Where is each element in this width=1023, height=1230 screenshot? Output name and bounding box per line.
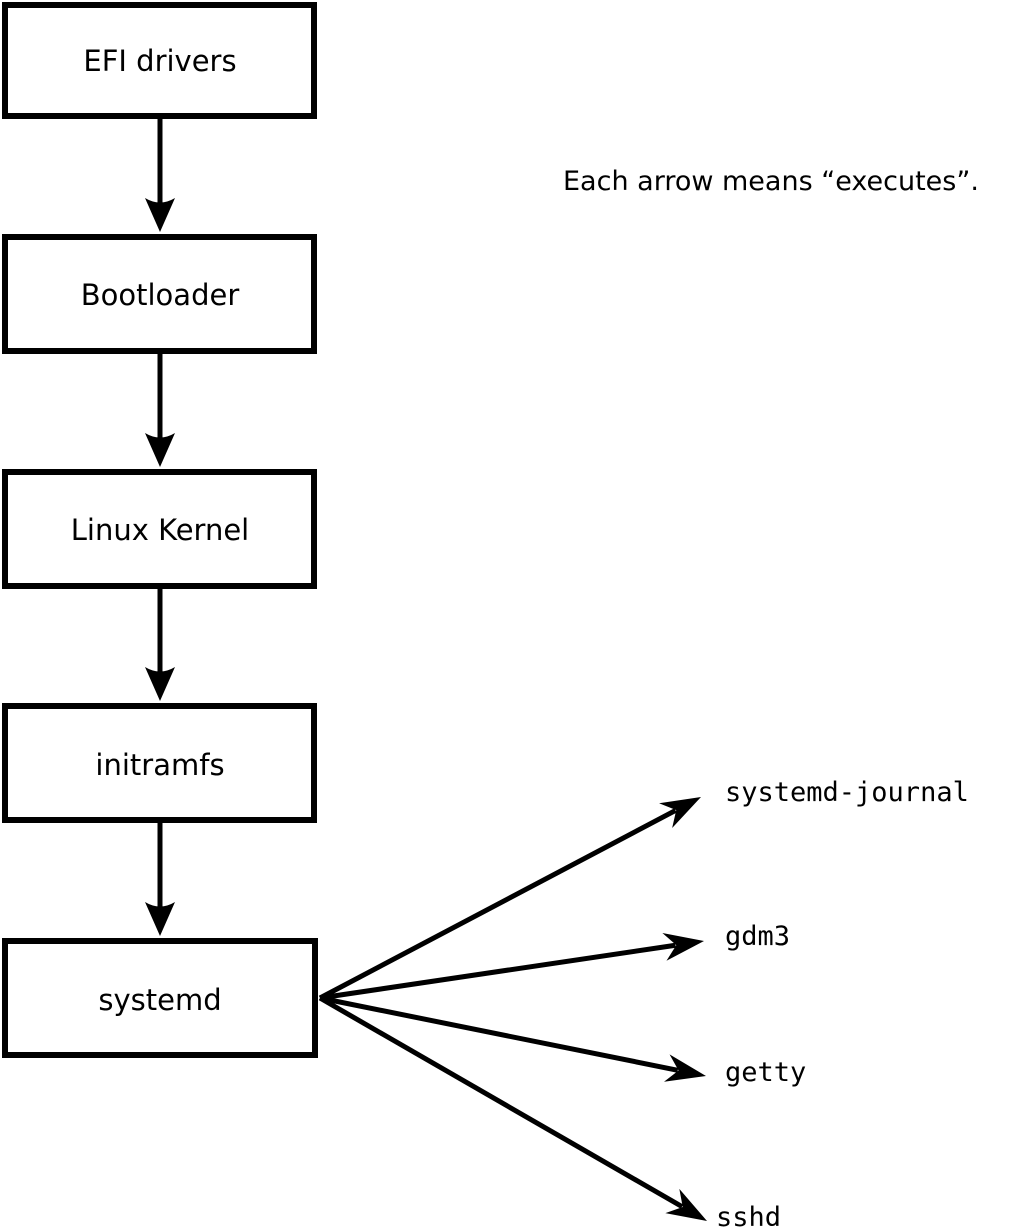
fanout-arrow-getty (319, 995, 706, 1082)
legend-note: Each arrow means “executes”. (563, 166, 979, 197)
flow-arrow-layer (145, 119, 175, 936)
fanout-arrow-gdm3 (319, 933, 704, 1001)
box-rect-linux-kernel[interactable] (2, 469, 317, 589)
stage-box-group: EFI drivers Bootloader Linux Kernel init… (2, 2, 318, 1058)
box-rect-initramfs[interactable] (2, 703, 317, 823)
stage-box-efi-drivers[interactable]: EFI drivers (2, 2, 317, 119)
service-label-sshd: sshd (716, 1202, 781, 1230)
stage-box-bootloader[interactable]: Bootloader (2, 234, 317, 354)
box-rect-bootloader[interactable] (2, 234, 317, 354)
fanout-arrow-shaft (318, 808, 677, 1001)
box-rect-systemd[interactable] (2, 938, 318, 1058)
fanout-arrow-head (664, 1054, 706, 1082)
stage-box-systemd[interactable]: systemd (2, 938, 318, 1058)
box-label-linux-kernel: Linux Kernel (71, 513, 249, 547)
stage-box-linux-kernel[interactable]: Linux Kernel (2, 469, 317, 589)
stage-box-initramfs[interactable]: initramfs (2, 703, 317, 823)
flow-arrow-bootloader-to-kernel (145, 354, 175, 467)
fanout-arrow-head (662, 933, 704, 961)
flow-arrow-initramfs-to-systemd (145, 823, 175, 936)
fanout-arrow-sshd (318, 995, 707, 1221)
service-label-systemd-journal: systemd-journal (725, 777, 969, 808)
box-label-bootloader: Bootloader (81, 278, 240, 312)
box-label-systemd: systemd (98, 983, 221, 1017)
fanout-arrow-systemd-journal (318, 797, 701, 1001)
service-label-getty: getty (725, 1057, 806, 1088)
flow-arrow-head (145, 902, 175, 936)
flow-arrow-kernel-to-initramfs (145, 589, 175, 701)
fanout-arrow-shaft (319, 995, 679, 1073)
fanout-arrow-head (659, 797, 701, 829)
flow-arrow-head (145, 433, 175, 467)
fanout-arrow-shaft (318, 995, 684, 1209)
fanout-arrow-head (665, 1188, 707, 1221)
flow-arrow-head (145, 667, 175, 701)
flow-arrow-head (145, 198, 175, 232)
fanout-arrow-shaft (319, 942, 676, 1001)
flow-arrow-efi-to-bootloader (145, 119, 175, 232)
box-label-initramfs: initramfs (95, 748, 224, 782)
service-label-gdm3: gdm3 (725, 921, 790, 952)
box-label-efi-drivers: EFI drivers (83, 44, 236, 78)
service-label-group: systemd-journal gdm3 getty sshd (716, 777, 969, 1230)
box-rect-efi-drivers[interactable] (2, 2, 317, 119)
fanout-arrow-layer (318, 797, 707, 1221)
